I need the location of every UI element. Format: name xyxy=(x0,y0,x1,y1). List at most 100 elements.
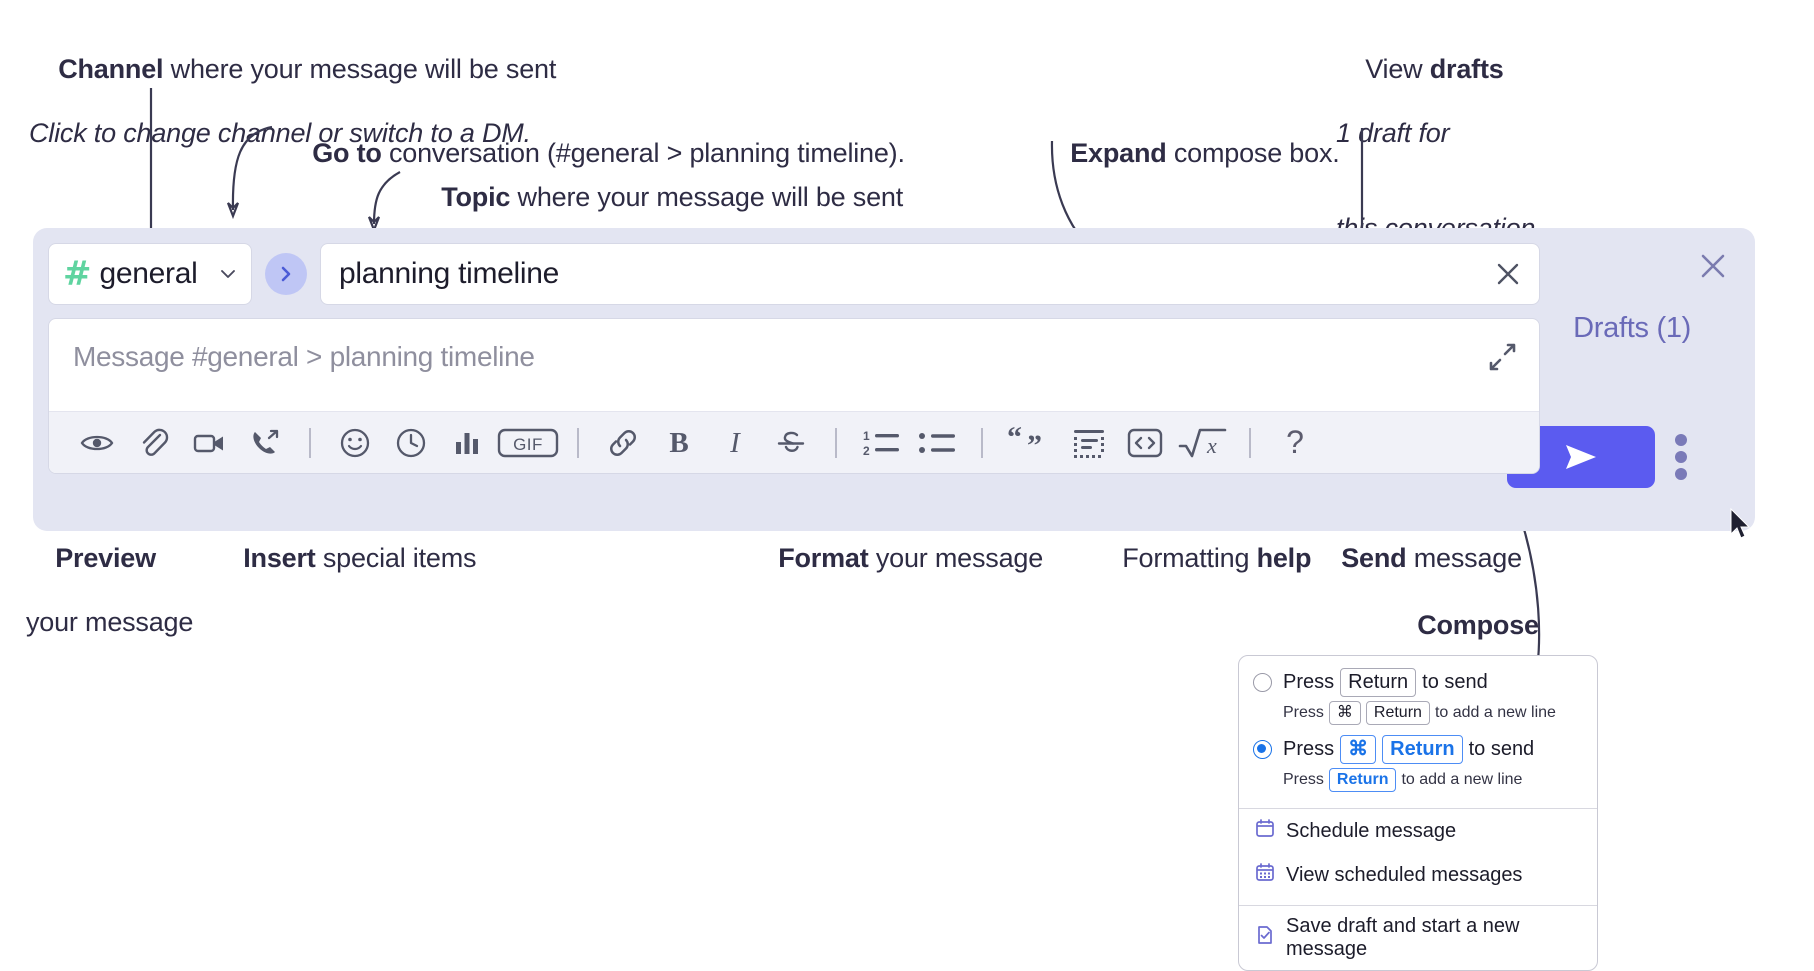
mouse-cursor xyxy=(1730,508,1751,539)
link-icon[interactable] xyxy=(595,415,651,471)
compose-panel: Drafts (1) # general xyxy=(33,228,1755,531)
menu-item-label: Save draft and start a new message xyxy=(1286,915,1520,960)
annotation-send-rest: message xyxy=(1406,542,1522,573)
save-draft-icon xyxy=(1255,925,1275,951)
phone-forward-icon[interactable] xyxy=(237,415,293,471)
annotation-expand-bold: Expand xyxy=(1070,137,1167,168)
channel-selector[interactable]: # general xyxy=(48,243,252,305)
toolbar-divider xyxy=(835,427,837,458)
option0-sub-key2: Return xyxy=(1365,701,1430,725)
channel-name: general xyxy=(99,257,198,290)
svg-text:2: 2 xyxy=(863,444,870,458)
bar-chart-icon[interactable] xyxy=(439,415,495,471)
hash-icon: # xyxy=(63,254,92,294)
math-icon[interactable]: x xyxy=(1173,415,1233,471)
code-block-icon[interactable] xyxy=(1061,415,1117,471)
svg-text:”: ” xyxy=(1027,429,1042,461)
chevron-down-icon xyxy=(219,265,237,283)
menu-item-label: Schedule message xyxy=(1286,819,1457,842)
gif-icon[interactable]: GIF xyxy=(495,415,561,471)
inline-code-icon[interactable] xyxy=(1117,415,1173,471)
annotation-compose-options-l1: Compose xyxy=(1417,609,1539,640)
option1-pre: Press xyxy=(1283,738,1335,760)
blockquote-icon[interactable]: “” xyxy=(999,415,1061,471)
bulleted-list-icon[interactable] xyxy=(909,415,965,471)
menu-item-save-draft[interactable]: Save draft and start a new message xyxy=(1239,906,1597,970)
clock-icon[interactable] xyxy=(383,415,439,471)
svg-text:x: x xyxy=(1206,433,1217,458)
annotation-goto: Go to conversation (#general > planning … xyxy=(283,106,905,202)
option0-key: Return xyxy=(1340,668,1417,697)
option1-sub-post: to add a new line xyxy=(1401,771,1523,788)
svg-text:B: B xyxy=(669,427,688,459)
option1-key1: ⌘ xyxy=(1340,735,1377,764)
annotation-insert-rest: special items xyxy=(315,542,477,573)
toolbar-divider xyxy=(1249,427,1251,458)
option1-key2: Return xyxy=(1382,735,1463,764)
svg-text:GIF: GIF xyxy=(513,435,543,454)
clear-topic-icon[interactable] xyxy=(1493,259,1523,289)
menu-divider xyxy=(1239,905,1597,906)
svg-text:1: 1 xyxy=(863,429,870,443)
option0-sub-key1: ⌘ xyxy=(1328,701,1361,725)
svg-text:“: “ xyxy=(1007,425,1022,454)
toolbar-divider xyxy=(309,427,311,458)
menu-item-view-scheduled-messages[interactable]: View scheduled messages xyxy=(1239,853,1597,897)
strikethrough-icon[interactable] xyxy=(763,415,819,471)
annotation-drafts-sub1: 1 draft for xyxy=(1336,117,1450,148)
compose-options-menu: Press Return to send Press ⌘ Return to a… xyxy=(1238,655,1598,971)
annotation-help-bold: help xyxy=(1256,542,1312,573)
paperclip-icon[interactable] xyxy=(125,415,181,471)
expand-icon[interactable] xyxy=(1487,341,1519,373)
annotation-drafts-plain: View xyxy=(1365,53,1430,84)
help-icon[interactable]: ? xyxy=(1286,424,1304,460)
option0-post: to send xyxy=(1422,671,1488,693)
emoji-icon[interactable] xyxy=(327,415,383,471)
option0-sub-post: to add a new line xyxy=(1434,704,1556,721)
annotation-preview: Preview your message xyxy=(26,511,193,702)
annotation-channel-rest: where your message will be sent xyxy=(163,53,557,84)
annotation-help: Formatting help xyxy=(1093,511,1311,607)
option1-sub-key: Return xyxy=(1328,768,1397,792)
menu-option-cmd-return-to-send[interactable]: Press ⌘ Return to send xyxy=(1239,733,1597,764)
bold-icon[interactable]: B xyxy=(651,415,707,471)
radio-return-to-send[interactable] xyxy=(1253,673,1272,692)
menu-item-schedule-message[interactable]: Schedule message xyxy=(1239,809,1597,853)
close-icon[interactable] xyxy=(1697,250,1729,282)
menu-option-cmd-return-subtext: Press Return to add a new line xyxy=(1239,764,1597,800)
annotation-format-rest: your message xyxy=(868,542,1044,573)
italic-icon[interactable]: I xyxy=(707,415,763,471)
menu-option-return-to-send[interactable]: Press Return to send xyxy=(1239,666,1597,697)
video-camera-icon[interactable] xyxy=(181,415,237,471)
send-icon xyxy=(1566,445,1596,469)
preview-icon[interactable] xyxy=(69,415,125,471)
annotation-drafts-bold: drafts xyxy=(1429,53,1504,84)
radio-cmd-return-to-send[interactable] xyxy=(1253,740,1272,759)
annotation-format: Format your message xyxy=(749,511,1043,607)
compose-options-button[interactable] xyxy=(1667,434,1695,480)
chevron-right-icon xyxy=(281,266,291,282)
annotation-topic-bold: Topic xyxy=(441,181,511,212)
annotation-channel-bold: Channel xyxy=(58,53,164,84)
message-placeholder: Message #general > planning timeline xyxy=(73,341,535,372)
compose-header-row: # general planning timeline xyxy=(48,243,1540,305)
drafts-link[interactable]: Drafts (1) xyxy=(1573,312,1691,344)
annotation-goto-bold: Go to xyxy=(312,137,382,168)
option0-sub-pre: Press xyxy=(1283,704,1324,721)
menu-divider xyxy=(1239,808,1597,809)
annotation-insert-bold: Insert xyxy=(243,542,316,573)
annotated-screenshot: Channel where your message will be sent … xyxy=(26,53,1755,971)
annotation-expand-rest: compose box. xyxy=(1166,137,1340,168)
go-to-conversation-button[interactable] xyxy=(265,253,307,295)
calendar-icon xyxy=(1255,818,1275,844)
message-box: Message #general > planning timeline xyxy=(48,318,1540,474)
option1-sub-pre: Press xyxy=(1283,771,1324,788)
topic-input[interactable]: planning timeline xyxy=(320,243,1540,305)
formatting-toolbar: GIF B I xyxy=(49,411,1539,473)
annotation-expand: Expand compose box. xyxy=(1041,106,1340,202)
option0-pre: Press xyxy=(1283,671,1335,693)
message-input[interactable]: Message #general > planning timeline xyxy=(49,319,1539,411)
annotation-send-bold: Send xyxy=(1341,542,1407,573)
svg-text:I: I xyxy=(729,427,741,459)
